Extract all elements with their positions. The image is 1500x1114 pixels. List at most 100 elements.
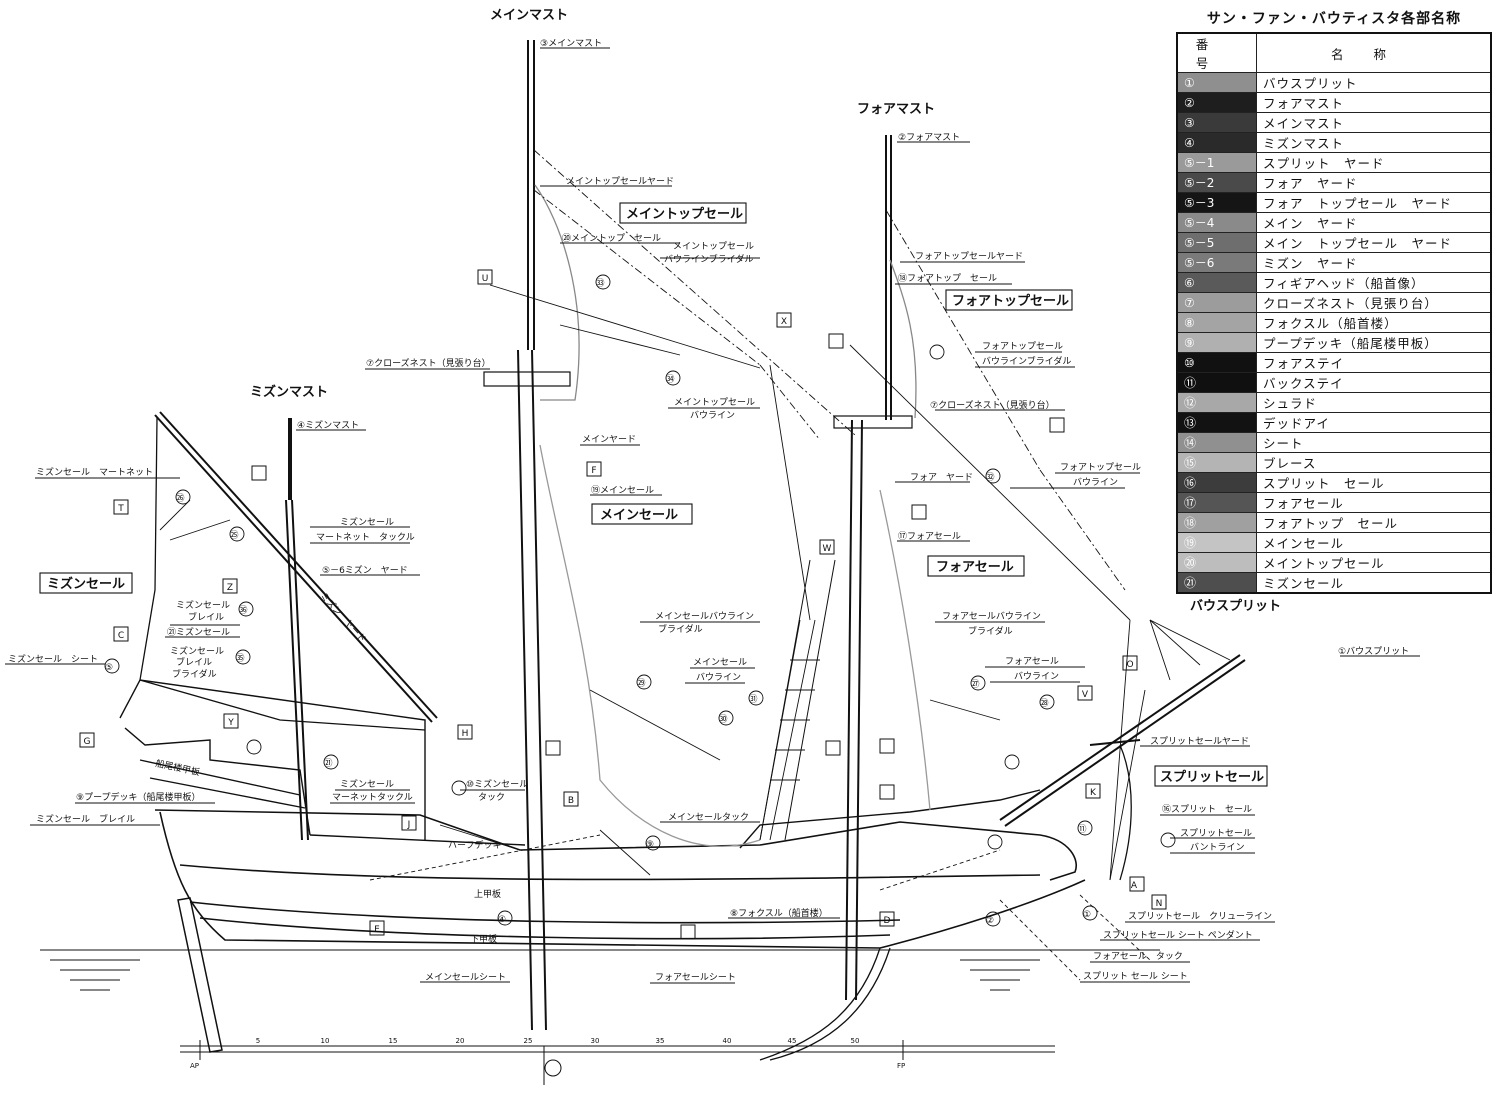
main-bowline-1: メインセール — [693, 657, 747, 668]
legend-row-number: ⑭ — [1176, 432, 1257, 453]
sprit-sail-box: スプリットセール — [1160, 770, 1264, 785]
legend-row-name: バウスプリット — [1256, 72, 1492, 93]
main-mast-tag: ③メインマスト — [540, 39, 602, 49]
svg-text:U: U — [482, 274, 489, 284]
svg-text:20: 20 — [456, 1037, 465, 1045]
legend-row-number: ② — [1176, 92, 1257, 113]
legend-col-name: 名称 — [1256, 32, 1492, 73]
mizzen-martnet-tackle-2: マートネット タックル — [316, 532, 415, 543]
svg-text:㉚: ㉚ — [718, 714, 727, 725]
fp-mark: FP — [897, 1062, 905, 1070]
svg-text:F: F — [591, 466, 596, 476]
mizzen-mast-header: ミズンマスト — [250, 384, 328, 400]
legend-row-name: シート — [1256, 432, 1492, 453]
svg-text:⑤: ⑤ — [105, 663, 113, 673]
legend-row-name: ミズンセール — [1256, 572, 1492, 594]
fore-bridle-1: フォアセールバウライン — [942, 611, 1041, 622]
legend-row-name: メインセール — [1256, 532, 1492, 553]
svg-text:㉝: ㉝ — [595, 278, 604, 289]
main-mast — [483, 40, 571, 1031]
mizzen-brail-bridle-2: ブレイル — [176, 656, 212, 668]
legend-row-number: ③ — [1176, 112, 1257, 133]
legend-row-number: ⑬ — [1176, 412, 1257, 433]
main-tack-label: メインセールタック — [668, 812, 749, 823]
svg-text:15: 15 — [389, 1037, 398, 1045]
svg-text:V: V — [1082, 690, 1089, 700]
code-boxes — [79, 269, 1167, 940]
legend-row-number: ⑮ — [1176, 452, 1257, 473]
legend-row-name: フォアセール — [1256, 492, 1492, 513]
svg-text:10: 10 — [321, 1037, 330, 1045]
main-sail — [539, 444, 761, 847]
mizzen-sail-tag: ㉑ミズンセール — [167, 626, 230, 638]
fore-mast-header: フォアマスト — [857, 102, 935, 117]
svg-text:G: G — [84, 737, 91, 747]
main-top-bowline-2: バウライン — [690, 410, 735, 421]
svg-text:A: A — [1131, 881, 1138, 891]
legend-row-name: プープデッキ（船尾楼甲板） — [1256, 332, 1492, 353]
crows-nest-fore: ⑦クローズネスト（見張り台） — [930, 399, 1055, 411]
legend-row-name: メイン トップセール ヤード — [1256, 232, 1492, 253]
legend-row-number: ⑤－3 — [1176, 192, 1257, 213]
legend-row-name: ミズン ヤード — [1256, 252, 1492, 273]
svg-text:5: 5 — [256, 1037, 260, 1045]
sprit-yard-label: スプリットセールヤード — [1150, 736, 1249, 747]
main-top-bowline-1: メイントップセール — [674, 397, 755, 408]
sprit-buntline-1: スプリットセール — [1180, 828, 1252, 839]
svg-text:45: 45 — [788, 1037, 797, 1045]
legend-row-name: メインマスト — [1256, 112, 1492, 133]
legend-row-name: メイン ヤード — [1256, 212, 1492, 233]
forecastle-tag: ⑧フォクスル（船首楼） — [730, 907, 828, 919]
sprit-clewline: スプリットセール クリューライン — [1128, 911, 1272, 922]
poop-deck-tag: ⑨プープデッキ（船尾楼甲板） — [76, 791, 201, 803]
legend-row-number: ⑤－6 — [1176, 252, 1257, 273]
sprit-buntline-2: バントライン — [1190, 842, 1244, 853]
legend-row-name: デッドアイ — [1256, 412, 1492, 433]
legend-row-number: ⑫ — [1176, 392, 1257, 413]
svg-text:C: C — [118, 631, 124, 641]
ref-circles — [104, 274, 1176, 927]
svg-text:㉕: ㉕ — [229, 530, 238, 541]
legend-row-number: ⑥ — [1176, 272, 1257, 293]
main-top-sail — [534, 184, 580, 401]
poop-deck — [119, 679, 526, 846]
svg-text:㉛: ㉛ — [748, 694, 757, 705]
fore-bowline-1: フォアセール — [1005, 656, 1059, 667]
svg-text:30: 30 — [591, 1037, 600, 1045]
legend-row-name: フォア トップセール ヤード — [1256, 192, 1492, 213]
legend-row-number: ⑱ — [1176, 512, 1257, 533]
bowsprit — [999, 654, 1246, 827]
sprit-yard — [1089, 739, 1141, 746]
fore-tack-label: フォアセール タック — [1093, 951, 1183, 962]
main-sail-box: メインセール — [600, 508, 678, 523]
main-sheet-label: メインセールシート — [425, 972, 506, 983]
svg-text:E: E — [374, 925, 380, 935]
legend-row-number: ⑲ — [1176, 532, 1257, 553]
svg-text:㉞: ㉞ — [665, 374, 674, 385]
mizzen-martnet-tackle-low-1: ミズンセール — [340, 778, 394, 790]
main-top-sail-box: メイントップセール — [626, 207, 743, 222]
main-top-sail-tag: ⑳メイントップ セール — [562, 233, 661, 244]
fore-top-yard-label: フォアトップセールヤード — [915, 251, 1023, 262]
sprit-sheet-label: スプリット セール シート — [1083, 971, 1188, 982]
sprit-sail — [1119, 744, 1132, 881]
forecastle — [739, 789, 1041, 849]
legend-row-name: フォア ヤード — [1256, 172, 1492, 193]
fore-bridle-2: ブライダル — [968, 625, 1013, 637]
svg-text:D: D — [884, 916, 891, 926]
lower-deck-label: 下甲板 — [470, 933, 497, 945]
svg-text:Z: Z — [227, 583, 233, 593]
poop-deck-hull-label: 船尾楼甲板 — [154, 757, 201, 778]
legend-row-name: クローズネスト（見張り台） — [1256, 292, 1492, 313]
mizzen-brail-low: ミズンセール ブレイル — [36, 813, 135, 825]
